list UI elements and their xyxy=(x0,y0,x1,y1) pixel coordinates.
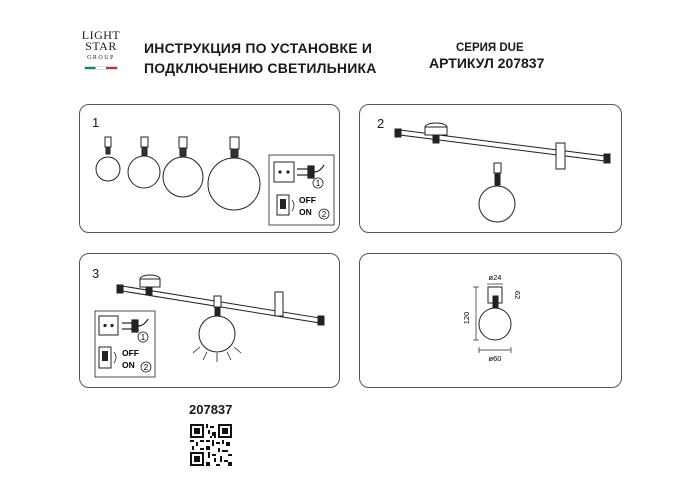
dimension-top-label: ø24 xyxy=(489,273,502,282)
bulb-holder-icon xyxy=(493,162,502,174)
bulb4-globe-icon xyxy=(207,157,261,211)
product-code: 207837 xyxy=(189,402,233,417)
brand-logo: LIGHT STAR GROUP xyxy=(80,28,122,70)
step3-on-label: ON xyxy=(122,360,135,370)
dimensions-panel: ø24 62 120 ø60 xyxy=(359,253,622,388)
curved-arrow-icon xyxy=(113,351,117,364)
step2-track-install-illustration xyxy=(394,122,611,223)
bulb1-globe-icon xyxy=(95,156,121,182)
step1-badge1-text: 1 xyxy=(316,179,321,188)
step2-number: 2 xyxy=(377,116,385,131)
bulb-globe-icon xyxy=(478,307,512,341)
brand-line2: STAR xyxy=(85,39,117,53)
italian-flag-stripe xyxy=(84,66,118,70)
step1-badge1 xyxy=(312,177,324,189)
step3-badge2-text: 2 xyxy=(144,363,149,372)
step3-off-label: OFF xyxy=(122,348,139,358)
step1-badge2-text: 2 xyxy=(322,210,327,219)
article-label: АРТИКУЛ 207837 xyxy=(429,55,545,71)
power-adapter-icon xyxy=(555,142,566,170)
plug-icon xyxy=(297,164,325,179)
switch-icon xyxy=(98,346,117,369)
plug-icon xyxy=(122,318,149,333)
step1-off-label: OFF xyxy=(299,195,316,205)
power-instruction-box xyxy=(94,310,156,378)
series-label: СЕРИЯ DUE xyxy=(456,42,524,54)
step1-number: 1 xyxy=(92,115,100,130)
step3-badge2 xyxy=(140,361,152,373)
socket-icon xyxy=(98,315,119,336)
power-instruction-box xyxy=(268,154,335,226)
bulb2-globe-icon xyxy=(127,155,161,189)
step3-connection-illustration: 1 OFF ON 2 xyxy=(94,274,325,378)
dimension-height-label: 120 xyxy=(462,312,471,325)
dimension-bottom-label: ø60 xyxy=(489,354,502,363)
bulb1-holder-icon xyxy=(104,136,112,148)
bulb-holder-icon xyxy=(213,295,222,308)
switch-icon xyxy=(276,194,295,216)
dimension-side-label: 62 xyxy=(513,291,522,299)
step3-panel: 3 xyxy=(79,253,340,388)
title-line2: ПОДКЛЮЧЕНИЮ СВЕТИЛЬНИКА xyxy=(144,60,377,76)
curved-arrow-icon xyxy=(291,199,295,212)
title-line1: ИНСТРУКЦИЯ ПО УСТАНОВКЕ И xyxy=(144,40,373,56)
light-rays-icon xyxy=(192,346,242,362)
step3-number: 3 xyxy=(92,266,100,281)
bulb-globe-icon xyxy=(478,185,516,223)
socket-icon xyxy=(273,161,295,183)
power-adapter-icon xyxy=(274,291,284,317)
step1-bulb-variants: 1 OFF ON 2 xyxy=(95,136,335,226)
dimensions-drawing: ø24 62 120 ø60 xyxy=(462,273,522,363)
brand-line1: LIGHT xyxy=(81,28,121,42)
step1-on-label: ON xyxy=(299,207,312,217)
brand-line3: GROUP xyxy=(87,55,115,61)
step2-panel: 2 xyxy=(359,104,622,233)
step1-badge2 xyxy=(318,208,330,220)
step3-badge1-text: 1 xyxy=(141,333,146,342)
step3-badge1 xyxy=(137,331,149,343)
bulb-globe-icon xyxy=(198,315,236,353)
document-title: ИНСТРУКЦИЯ ПО УСТАНОВКЕ И ПОДКЛЮЧЕНИЮ СВ… xyxy=(144,38,377,78)
bulb3-globe-icon xyxy=(162,156,204,198)
step1-panel: 1 xyxy=(79,104,340,233)
qr-code xyxy=(190,424,232,466)
